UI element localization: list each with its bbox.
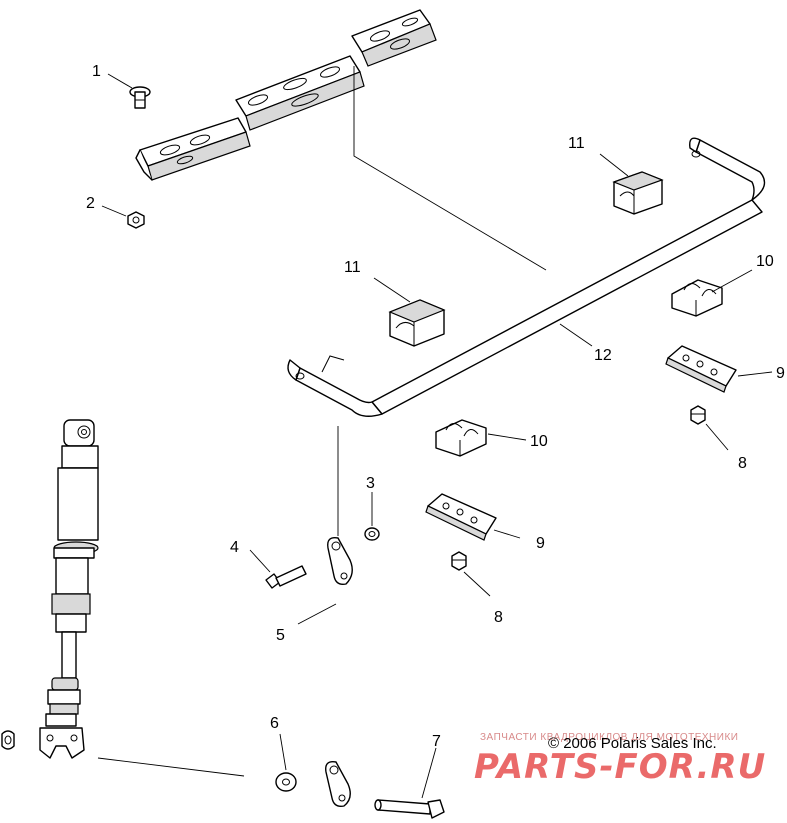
callout-10-upper: 10 — [756, 253, 774, 270]
callout-8-lower: 8 — [494, 609, 503, 626]
callout-11-upper: 11 — [568, 135, 585, 152]
nut-part-8-upper — [690, 405, 706, 425]
callout-7: 7 — [432, 733, 441, 750]
plate-part-9-lower — [425, 493, 497, 541]
copyright-text: © 2006 Polaris Sales Inc. — [548, 735, 717, 752]
bushing-far-left — [1, 730, 15, 750]
callout-1: 1 — [92, 63, 101, 80]
callout-5: 5 — [276, 627, 285, 644]
callout-10-lower: 10 — [530, 433, 548, 450]
callout-2: 2 — [86, 195, 95, 212]
watermark-top-text: ЗАПЧАСТИ КВАДРОЦИКЛОВ ДЛЯ МОТОТЕХНИКИ — [480, 732, 738, 743]
nut-part-8-lower — [451, 551, 467, 571]
bushing-part-11-lower — [388, 299, 446, 347]
stabilizer-bar-part-12 — [287, 137, 766, 417]
callout-9-lower: 9 — [536, 535, 545, 552]
bolt-part-7 — [374, 799, 445, 819]
callout-4: 4 — [230, 539, 239, 556]
shock-absorber — [39, 419, 99, 759]
link-part-5-upper — [327, 537, 353, 586]
clamp-part-10-upper — [671, 279, 723, 317]
nut-part-3 — [364, 527, 380, 541]
callout-3: 3 — [366, 475, 375, 492]
callout-12: 12 — [594, 347, 612, 364]
callout-6: 6 — [270, 715, 279, 732]
washer-part-6 — [275, 772, 297, 792]
watermark: ЗАПЧАСТИ КВАДРОЦИКЛОВ ДЛЯ МОТОТЕХНИКИ PA… — [474, 732, 766, 787]
bushing-part-11-upper — [612, 171, 664, 215]
plate-part-9-upper — [665, 345, 737, 393]
callout-11-lower: 11 — [344, 259, 361, 276]
watermark-brand: PARTS-FOR.RU — [474, 747, 766, 787]
nut-part-2 — [127, 211, 145, 229]
callout-labels: 1 2 11 11 10 12 9 8 10 3 9 4 8 5 6 7 — [86, 63, 785, 750]
link-part-5-lower — [325, 761, 351, 808]
clamp-part-10-lower — [435, 419, 487, 457]
rivet-bolt-part-1 — [129, 86, 151, 109]
callout-9-upper: 9 — [776, 365, 785, 382]
leader-lines — [97, 66, 773, 799]
callout-8-upper: 8 — [738, 455, 747, 472]
support-channel — [135, 9, 437, 181]
bolt-part-4 — [265, 565, 307, 589]
